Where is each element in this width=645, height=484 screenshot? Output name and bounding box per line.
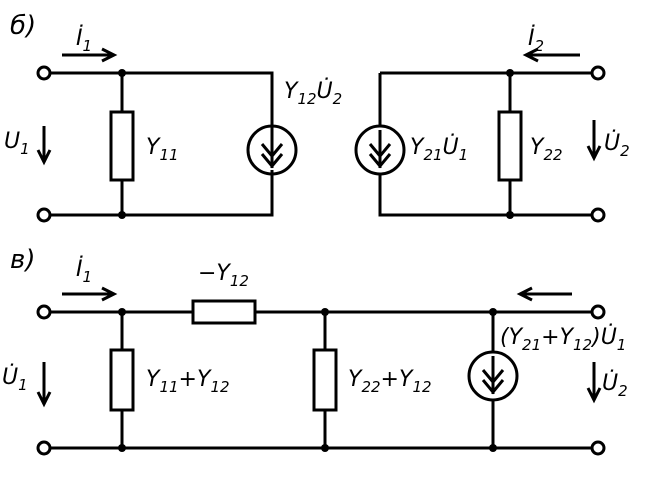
voltage-2-label: U̇2 bbox=[602, 370, 628, 400]
current-1-arrow-icon bbox=[62, 286, 118, 302]
right-source-wire bbox=[378, 73, 592, 217]
source-right-label: Y21U̇1 bbox=[410, 134, 468, 164]
source-arrow-icon bbox=[481, 356, 505, 395]
terminal-2-bottom bbox=[590, 440, 606, 456]
shunt-left-label: Y11+Y12 bbox=[146, 367, 230, 396]
terminal-1-bottom bbox=[36, 207, 52, 223]
terminal-1-top bbox=[36, 65, 52, 81]
current-source-y12u2 bbox=[246, 124, 298, 176]
resistor-y11-y12 bbox=[109, 348, 135, 412]
node bbox=[506, 211, 514, 219]
terminal-2-bottom bbox=[590, 207, 606, 223]
y11-label: Y11 bbox=[146, 135, 179, 164]
current-1-arrow-icon bbox=[62, 47, 118, 63]
voltage-1-arrow-icon bbox=[36, 362, 52, 408]
node bbox=[321, 308, 329, 316]
marker-v: в) bbox=[10, 245, 35, 275]
voltage-2-arrow-icon bbox=[586, 120, 602, 162]
left-top-wire bbox=[50, 71, 274, 130]
current-1-label: İ1 bbox=[76, 25, 92, 55]
source-left-label: Y12U̇2 bbox=[284, 78, 342, 108]
current-2-arrow-icon bbox=[516, 286, 572, 302]
node bbox=[489, 444, 497, 452]
current-source-dependent bbox=[467, 350, 519, 402]
series-admittance bbox=[191, 299, 257, 325]
left-bottom-wire bbox=[50, 170, 274, 217]
series-label: −Y12 bbox=[198, 261, 249, 290]
terminal-1-top bbox=[36, 304, 52, 320]
terminal-2-top bbox=[590, 304, 606, 320]
resistor-y22-y12 bbox=[312, 348, 338, 412]
terminal-1-bottom bbox=[36, 440, 52, 456]
voltage-1-label: U̇1 bbox=[2, 364, 28, 394]
current-1-label: İ1 bbox=[76, 256, 92, 286]
terminal-2-top bbox=[590, 65, 606, 81]
shunt-mid-label: Y22+Y12 bbox=[348, 367, 432, 396]
y22-label: Y22 bbox=[530, 135, 563, 164]
source-label: (Y21+Y12)U̇1 bbox=[500, 324, 626, 354]
voltage-2-label: U̇2 bbox=[604, 130, 630, 160]
current-2-arrow-icon bbox=[522, 47, 580, 63]
resistor-y22 bbox=[497, 110, 523, 182]
current-source-y21u1 bbox=[354, 124, 406, 176]
node bbox=[118, 69, 126, 77]
node bbox=[118, 308, 126, 316]
circuit-v: в) İ1 −Y bbox=[2, 245, 628, 456]
source-arrow-icon bbox=[368, 130, 392, 169]
current-2-label: İ2 bbox=[528, 25, 544, 55]
resistor-y11 bbox=[109, 110, 135, 182]
source-arrow-icon bbox=[260, 130, 284, 169]
voltage-1-arrow-icon bbox=[36, 126, 52, 166]
marker-b: б) bbox=[10, 11, 36, 41]
node bbox=[118, 444, 126, 452]
voltage-1-label: U1 bbox=[4, 129, 30, 158]
voltage-2-arrow-icon bbox=[586, 362, 602, 404]
node bbox=[321, 444, 329, 452]
circuit-b: б) İ1 İ2 bbox=[4, 11, 630, 223]
node bbox=[489, 308, 497, 316]
node bbox=[506, 69, 514, 77]
node bbox=[118, 211, 126, 219]
